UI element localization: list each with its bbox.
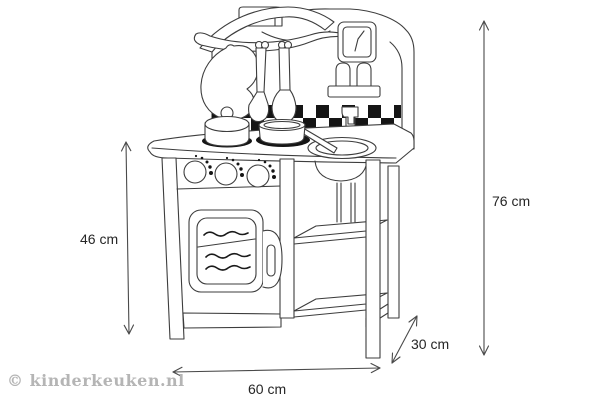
width-arrow [172, 362, 381, 377]
width-label: 60 cm [248, 381, 287, 397]
cabinet-frame [161, 157, 295, 340]
hanging-spoon [271, 40, 297, 124]
clock [337, 21, 377, 63]
shaker-shelf [327, 62, 381, 98]
pot-with-lid [204, 106, 250, 147]
total-height-arrow [478, 20, 490, 356]
hanging-spatula [248, 40, 270, 123]
stove-knobs [183, 154, 276, 188]
frying-pan [258, 118, 338, 154]
total-height-label: 76 cm [492, 193, 531, 209]
counter-height-label: 46 cm [80, 231, 119, 247]
side-shelves [293, 159, 400, 359]
depth-arrow [391, 315, 418, 364]
watermark: © kinderkeuken.nl [7, 371, 185, 390]
oven-door [188, 209, 283, 293]
counter-height-arrow [120, 141, 135, 335]
depth-label: 30 cm [411, 336, 450, 352]
